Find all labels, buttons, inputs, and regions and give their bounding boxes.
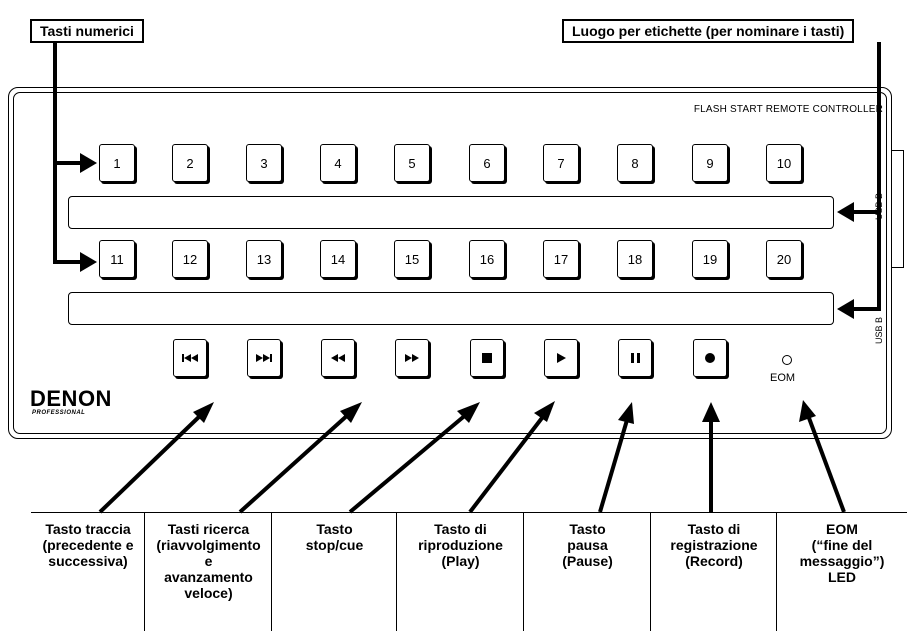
numeric-key-11[interactable]: 11: [99, 240, 135, 278]
rewind-button[interactable]: [321, 339, 355, 377]
rewind-icon: [331, 354, 345, 362]
numeric-key-7[interactable]: 7: [543, 144, 579, 182]
numeric-key-13[interactable]: 13: [246, 240, 282, 278]
legend-stop: Tasto stop/cue: [271, 512, 397, 631]
numeric-key-19[interactable]: 19: [692, 240, 728, 278]
arrowhead-search: [340, 402, 362, 423]
legend-track: Tasto traccia (precedente e successiva): [31, 512, 145, 631]
model-name: FLASH START REMOTE CONTROLLER: [693, 104, 883, 115]
legend-play: Tasto di riproduzione (Play): [396, 512, 524, 631]
fast-forward-button[interactable]: [395, 339, 429, 377]
next-track-button[interactable]: [247, 339, 281, 377]
brand-name: DENON: [30, 386, 112, 411]
arrowhead-track: [193, 402, 214, 423]
numeric-key-3[interactable]: 3: [246, 144, 282, 182]
numeric-key-12[interactable]: 12: [172, 240, 208, 278]
label-area-leader: [852, 42, 881, 311]
denon-logo: DENON PROFESSIONAL: [30, 386, 112, 417]
leader-track: [98, 411, 205, 514]
brand-subtitle: PROFESSIONAL: [32, 410, 86, 416]
label-strip-bottom: [68, 292, 834, 325]
numeric-key-20[interactable]: 20: [766, 240, 802, 278]
arrowhead-stop: [457, 402, 480, 423]
eom-led-icon: [782, 355, 792, 365]
numeric-key-2[interactable]: 2: [172, 144, 208, 182]
numeric-key-15[interactable]: 15: [394, 240, 430, 278]
arrowhead-key-1: [80, 153, 97, 173]
label-area-callout: Luogo per etichette (per nominare i tast…: [562, 19, 855, 43]
stop-button[interactable]: [470, 339, 504, 377]
numeric-key-1[interactable]: 1: [99, 144, 135, 182]
leader-eom: [807, 417, 846, 513]
legend-eom: EOM (“fine del messaggio”) LED: [776, 512, 907, 631]
arrowhead-pause: [618, 402, 634, 424]
numeric-key-4[interactable]: 4: [320, 144, 356, 182]
pause-icon: [630, 353, 640, 363]
numeric-key-17[interactable]: 17: [543, 240, 579, 278]
leader-search: [238, 411, 352, 514]
arrowhead-key-11: [80, 252, 97, 272]
usb-port-top: [892, 150, 904, 268]
legend-table: Tasto traccia (precedente e successiva) …: [0, 512, 907, 631]
prev-track-icon: [182, 354, 198, 362]
leader-pause: [598, 419, 629, 513]
leader-stop: [348, 411, 470, 514]
play-icon: [557, 353, 566, 363]
label-strip-top: [68, 196, 834, 229]
numeric-key-9[interactable]: 9: [692, 144, 728, 182]
record-button[interactable]: [693, 339, 727, 377]
numeric-keys-leader: [53, 42, 82, 264]
fast-forward-icon: [405, 354, 419, 362]
record-icon: [705, 353, 715, 363]
legend-search: Tasti ricerca (riavvolgimento e avanzame…: [144, 512, 272, 631]
arrowhead-eom: [799, 400, 816, 422]
prev-track-button[interactable]: [173, 339, 207, 377]
numeric-key-8[interactable]: 8: [617, 144, 653, 182]
eom-label: EOM: [770, 372, 796, 384]
legend-record: Tasto di registrazione (Record): [650, 512, 777, 631]
remote-controller-body: [8, 87, 892, 439]
numeric-key-5[interactable]: 5: [394, 144, 430, 182]
numeric-key-6[interactable]: 6: [469, 144, 505, 182]
numeric-key-14[interactable]: 14: [320, 240, 356, 278]
numeric-key-10[interactable]: 10: [766, 144, 802, 182]
arrowhead-record: [702, 402, 720, 422]
arrowhead-play: [534, 401, 555, 422]
play-button[interactable]: [544, 339, 578, 377]
arrowhead-strip-bottom: [837, 299, 854, 319]
pause-button[interactable]: [618, 339, 652, 377]
stop-icon: [482, 353, 492, 363]
arrowhead-strip-top: [837, 202, 854, 222]
next-track-icon: [256, 354, 272, 362]
numeric-keys-callout: Tasti numerici: [30, 19, 144, 43]
leader-play: [468, 412, 547, 514]
numeric-key-16[interactable]: 16: [469, 240, 505, 278]
legend-pause: Tasto pausa (Pause): [523, 512, 651, 631]
numeric-key-18[interactable]: 18: [617, 240, 653, 278]
